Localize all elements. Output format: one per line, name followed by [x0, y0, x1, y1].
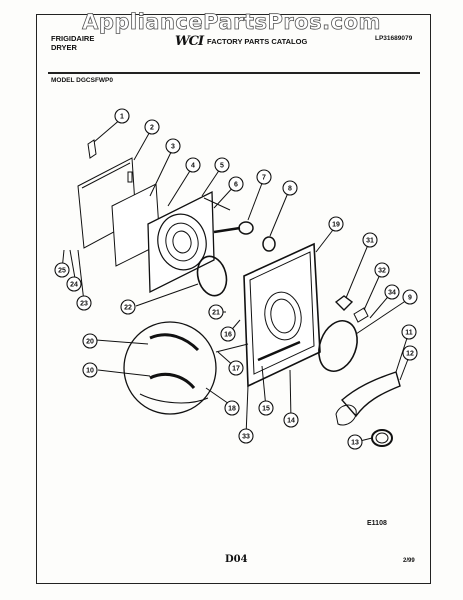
callout-31: 31	[362, 232, 378, 248]
callout-17: 17	[228, 360, 244, 376]
callout-label: 19	[332, 222, 340, 229]
callout-15: 15	[258, 400, 274, 416]
callout-label: 8	[288, 186, 292, 193]
callout-12: 12	[402, 345, 418, 361]
part-catch-8	[262, 236, 276, 252]
callout-2: 2	[144, 119, 160, 135]
catalog-title: WCI FACTORY PARTS CATALOG	[175, 34, 307, 49]
callout-8: 8	[282, 180, 298, 196]
callout-label: 7	[262, 175, 266, 182]
callout-label: 22	[124, 305, 132, 312]
callout-3: 3	[165, 138, 181, 154]
model-number: MODEL DGCSFWP0	[51, 77, 113, 84]
part-ring-13	[371, 429, 393, 447]
callout-21: 21	[208, 304, 224, 320]
callout-label: 6	[234, 182, 238, 189]
callout-9: 9	[402, 289, 418, 305]
callout-label: 34	[388, 290, 396, 297]
part-32	[353, 307, 369, 323]
callout-label: 13	[351, 440, 359, 447]
callout-6: 6	[228, 176, 244, 192]
callout-label: 3	[171, 144, 175, 151]
callout-label: 23	[80, 301, 88, 308]
callout-label: 17	[232, 366, 240, 373]
callout-19: 19	[328, 216, 344, 232]
callout-13: 13	[347, 434, 363, 450]
callout-34: 34	[384, 284, 400, 300]
callout-23: 23	[76, 295, 92, 311]
callout-11: 11	[401, 324, 417, 340]
callout-label: 33	[242, 434, 250, 441]
catalog-number: LP31689079	[375, 35, 413, 42]
callout-label: 12	[406, 351, 414, 358]
page-number: D04	[225, 554, 248, 565]
callout-label: 5	[220, 163, 224, 170]
callout-label: 24	[70, 282, 78, 289]
callout-22: 22	[120, 299, 136, 315]
callout-5: 5	[214, 157, 230, 173]
callout-16: 16	[220, 326, 236, 342]
callout-label: 25	[58, 268, 66, 275]
callout-label: 18	[228, 406, 236, 413]
callout-label: 9	[408, 295, 412, 302]
callout-10: 10	[82, 362, 98, 378]
part-gasket-22	[196, 255, 228, 297]
callout-20: 20	[82, 333, 98, 349]
watermark: AppliancePartsPros.com	[82, 10, 381, 35]
callout-33: 33	[238, 428, 254, 444]
callout-label: 1	[120, 114, 124, 121]
callout-32: 32	[374, 262, 390, 278]
product-type: DRYER	[51, 43, 77, 52]
callout-label: 31	[366, 238, 374, 245]
revision-date: 2/99	[403, 558, 415, 564]
wci-logo: WCI	[175, 34, 204, 49]
callout-18: 18	[224, 400, 240, 416]
part-front-panel-10	[243, 242, 321, 388]
callout-4: 4	[185, 157, 201, 173]
callout-label: 32	[378, 268, 386, 275]
part-hinge-7	[238, 221, 254, 235]
part-31	[334, 295, 354, 311]
part-duct-11	[341, 371, 401, 418]
header-divider	[48, 72, 420, 74]
callout-7: 7	[256, 169, 272, 185]
callout-label: 2	[150, 125, 154, 132]
part-gasket-9	[318, 320, 358, 372]
callout-25: 25	[54, 262, 70, 278]
detail-inset-circle	[123, 321, 217, 415]
page-border	[36, 14, 431, 584]
brand-block: FRIGIDAIRE DRYER	[51, 34, 94, 52]
callout-label: 4	[191, 163, 195, 170]
callout-24: 24	[66, 276, 82, 292]
brand-name: FRIGIDAIRE	[51, 34, 95, 43]
callout-label: 10	[86, 368, 94, 375]
callout-label: 15	[262, 406, 270, 413]
part-clip-1	[87, 139, 97, 159]
callout-label: 20	[86, 339, 94, 346]
callout-label: 14	[287, 418, 295, 425]
callout-14: 14	[283, 412, 299, 428]
drawing-code: E1108	[367, 520, 387, 527]
callout-label: 11	[405, 330, 413, 337]
callout-label: 21	[212, 310, 220, 317]
callout-1: 1	[114, 108, 130, 124]
callout-label: 16	[224, 332, 232, 339]
catalog-name: FACTORY PARTS CATALOG	[207, 37, 308, 46]
